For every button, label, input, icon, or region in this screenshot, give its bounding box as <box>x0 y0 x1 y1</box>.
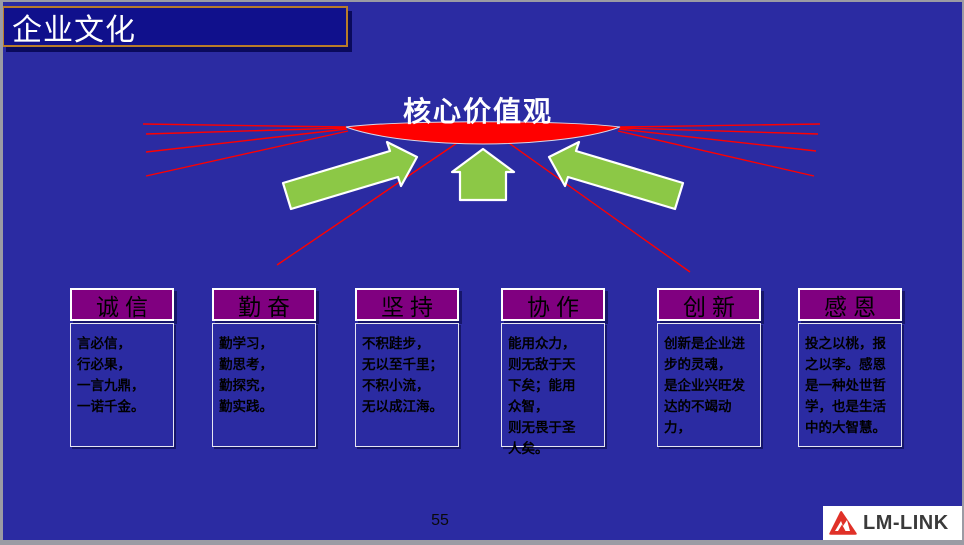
value-card-title: 诚信 <box>70 288 174 321</box>
up-arrow-icon <box>450 147 516 202</box>
value-card-body: 投之以桃，报之以李。感恩是一种处世哲学，也是生活中的大智慧。 <box>798 323 902 447</box>
value-card-body: 能用众力，则无敌于天下矣；能用众智，则无畏于圣人矣。 <box>501 323 605 456</box>
lm-link-wordmark: LM-LINK <box>863 511 949 534</box>
value-card-3: 坚持 不积跬步，无以至千里；不积小流，无以成江海。 <box>355 288 459 447</box>
lm-link-logo: LM-LINK <box>823 506 962 540</box>
value-card-title: 协作 <box>501 288 605 321</box>
slide-title-bar: 企业文化 <box>3 6 348 47</box>
value-card-title: 坚持 <box>355 288 459 321</box>
value-card-6: 感恩 投之以桃，报之以李。感恩是一种处世哲学，也是生活中的大智慧。 <box>798 288 902 447</box>
up-left-arrow-icon <box>547 140 685 211</box>
value-card-body: 言必信，行必果，一言九鼎，一诺千金。 <box>70 323 174 447</box>
slide-canvas: 企业文化 核心价值观 诚信 言必信，行必果，一言九鼎，一诺千金。 勤奋 勤学习，… <box>3 2 962 540</box>
core-values-diagram <box>142 121 821 273</box>
page-number: 55 <box>431 512 449 529</box>
lm-link-logo-icon <box>829 510 857 535</box>
value-card-title: 勤奋 <box>212 288 316 321</box>
ray-lines <box>142 123 821 273</box>
value-card-title: 创新 <box>657 288 761 321</box>
up-right-arrow-icon <box>281 140 419 211</box>
value-card-4: 协作 能用众力，则无敌于天下矣；能用众智，则无畏于圣人矣。 <box>501 288 605 456</box>
value-card-body: 不积跬步，无以至千里；不积小流，无以成江海。 <box>355 323 459 447</box>
value-card-body: 创新是企业进步的灵魂，是企业兴旺发达的不竭动力， <box>657 323 761 447</box>
value-card-title: 感恩 <box>798 288 902 321</box>
value-card-5: 创新 创新是企业进步的灵魂，是企业兴旺发达的不竭动力， <box>657 288 761 447</box>
value-card-body: 勤学习，勤思考，勤探究，勤实践。 <box>212 323 316 447</box>
arrows <box>281 140 685 211</box>
slide-title: 企业文化 <box>12 13 136 47</box>
core-values-heading: 核心价值观 <box>403 96 554 127</box>
value-card-2: 勤奋 勤学习，勤思考，勤探究，勤实践。 <box>212 288 316 447</box>
value-card-1: 诚信 言必信，行必果，一言九鼎，一诺千金。 <box>70 288 174 447</box>
